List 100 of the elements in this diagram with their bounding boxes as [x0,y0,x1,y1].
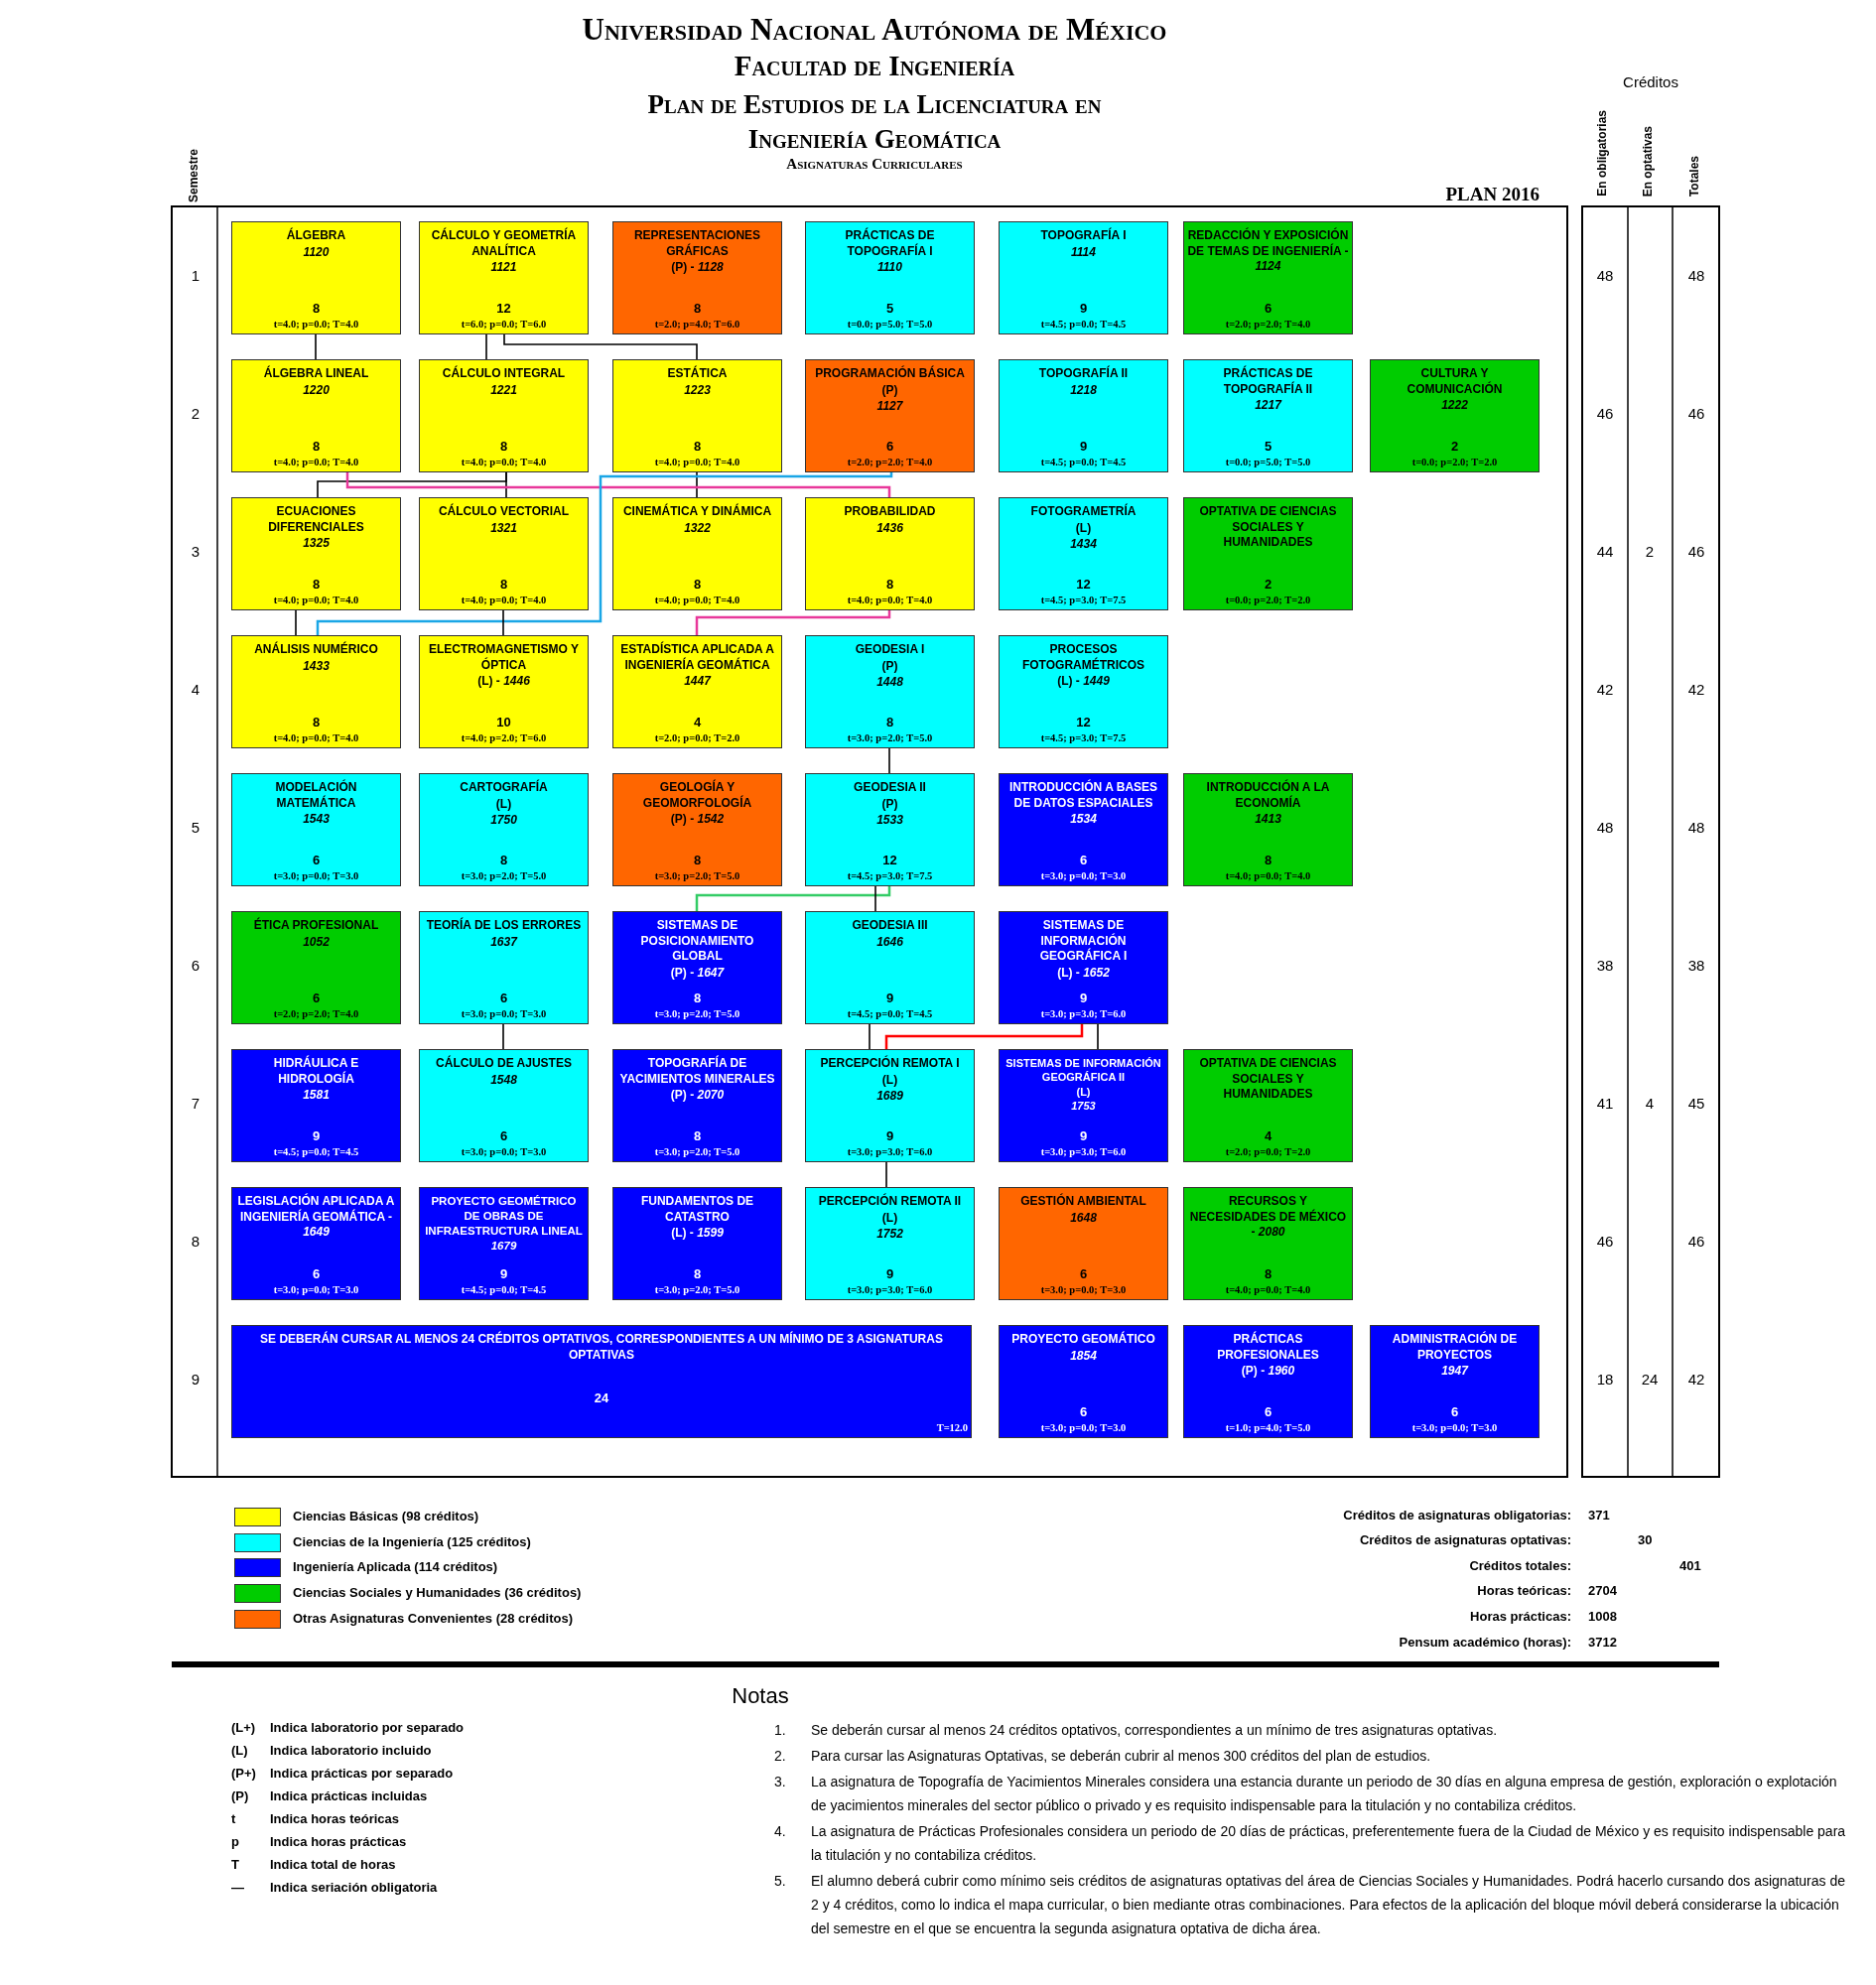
course-name: REPRESENTACIONES GRÁFICAS [632,228,762,260]
prerequisite-line [345,472,891,497]
column-header: En optativas [1641,126,1655,198]
course-name: TOPOGRAFÍA DE YACIMIENTOS MINERALES [618,1056,776,1088]
course-name: PRÁCTICAS DE TOPOGRAFÍA II [1222,366,1314,398]
course-code: 1325 [303,535,330,552]
course-box [999,635,1168,748]
course-name: PERCEPCIÓN REMOTA II [818,1194,962,1210]
hours-text: t=3.0; p=0.0; T=3.0 [1411,1420,1498,1434]
course-name: RECURSOS Y NECESIDADES DE MÉXICO - 2080 [1188,1194,1348,1241]
course-code: (L) [1076,1084,1091,1100]
course-name: ESTADÍSTICA APLICADA A INGENIERÍA GEOMÁTICA [619,642,775,674]
course-box [999,1049,1168,1162]
credit-total: 46 [1595,1233,1615,1250]
course-box [612,1049,782,1162]
credit-value: 8 [312,575,321,594]
credit-value: 9 [885,1126,894,1145]
course-box [612,635,782,748]
credit-value: 6 [885,437,894,456]
abbreviation-text: Indica horas prácticas [270,1834,408,1849]
course-box [805,635,975,748]
course-code: (L) [881,1209,898,1226]
course-code: (L) [495,795,512,812]
course-code: (L) [881,1071,898,1088]
credit-value: 6 [1264,299,1273,318]
credit-value: 8 [693,575,702,594]
course-code: 1679 [490,1238,517,1254]
credit-value: 9 [1079,989,1088,1007]
course-name: OPTATIVA DE CIENCIAS SOCIALES Y HUMANIDADES [1198,504,1338,551]
credit-total: 46 [1686,1233,1706,1250]
credit-value: 6 [499,1126,508,1145]
summary-label: Créditos de asignaturas obligatorias: [1342,1508,1571,1522]
credit-value: 8 [693,1126,702,1145]
semester-number: 1 [190,267,201,284]
hours-text: t=1.0; p=4.0; T=5.0 [1225,1420,1311,1434]
course-box [231,911,401,1024]
credit-total: 42 [1595,681,1615,698]
credit-total: 46 [1686,543,1706,560]
legend-text: Ingeniería Aplicada (114 créditos) [293,1559,498,1575]
hours-text: t=4.5; p=0.0; T=4.5 [1040,455,1127,468]
summary-value: 371 [1588,1508,1611,1522]
course-code: 1221 [490,381,517,398]
course-code: 1127 [876,397,903,414]
course-name: PROBABILIDAD [844,504,936,520]
course-box [1183,359,1353,472]
course-code: (L) - 1446 [477,673,530,690]
credit-value: 9 [1079,299,1088,318]
credit-value: 9 [499,1264,508,1283]
course-box [1183,1325,1353,1438]
course-name: CÁLCULO Y GEOMETRÍA ANALÍTICA [430,228,578,260]
course-code: 1543 [303,811,330,828]
abbreviation-symbol: p [231,1834,240,1849]
credit-total: 48 [1686,819,1706,836]
legend-text: Ciencias Básicas (98 créditos) [293,1509,479,1523]
subtitle: Facultad de Ingeniería [733,50,1016,82]
section-heading: Notas [731,1683,790,1709]
course-name: ADMINISTRACIÓN DE PROYECTOS [1391,1332,1519,1364]
note-text: Para cursar las Asignaturas Optativas, se deberán cubrir al menos 300 créditos del plan de estudios. [811,1747,1432,1766]
abbreviation-text: Indica laboratorio por separado [270,1720,466,1735]
hours-text: t=4.5; p=0.0; T=4.5 [1040,317,1127,331]
summary-value: 3712 [1588,1635,1618,1650]
credit-value: 8 [693,989,702,1007]
subtitle: Plan de Estudios de la Licenciatura en Ingeniería Geomática [646,88,1103,157]
credit-value: 8 [499,851,508,869]
course-box [999,497,1168,610]
abbreviation-symbol: — [231,1880,245,1895]
course-code: 1447 [684,673,711,690]
course-box [805,773,975,886]
credit-value: 2 [1450,437,1459,456]
course-name: PRÁCTICAS DE TOPOGRAFÍA I [844,228,936,260]
hours-text: t=3.0; p=2.0; T=5.0 [847,730,933,744]
credit-value: 12 [882,851,897,869]
credit-value: 6 [1450,1402,1459,1421]
course-name: PROCESOS FOTOGRAMÉTRICOS [1020,642,1146,674]
course-box [1183,1049,1353,1162]
hours-text: t=3.0; p=0.0; T=3.0 [273,868,359,882]
course-name: PROGRAMACIÓN BÁSICA [815,366,965,382]
course-box [805,497,975,610]
abbreviation-symbol: (P) [231,1788,250,1803]
course-box [231,497,401,610]
hours-text: t=0.0; p=2.0; T=2.0 [1225,593,1311,606]
course-box [612,497,782,610]
note-number: 1. [774,1721,787,1740]
course-box [612,359,782,472]
course-box [419,221,589,334]
credit-value: 4 [1264,1126,1273,1145]
course-box [999,359,1168,472]
column-header: Créditos [1622,73,1679,90]
credit-value: 4 [693,713,702,731]
course-name: GEODESIA I [855,642,925,658]
semester-number: 2 [190,405,201,422]
prerequisite-line [505,471,507,498]
course-box [999,221,1168,334]
hours-text: t=2.0; p=0.0; T=2.0 [1225,1144,1311,1158]
course-code: 1646 [876,933,903,950]
hours-text: t=3.0; p=2.0; T=5.0 [654,1006,740,1020]
credit-value: 6 [312,989,321,1007]
credit-value: 6 [1079,1264,1088,1283]
hours-text: t=4.5; p=0.0; T=4.5 [461,1282,547,1296]
credit-value: 9 [312,1126,321,1145]
